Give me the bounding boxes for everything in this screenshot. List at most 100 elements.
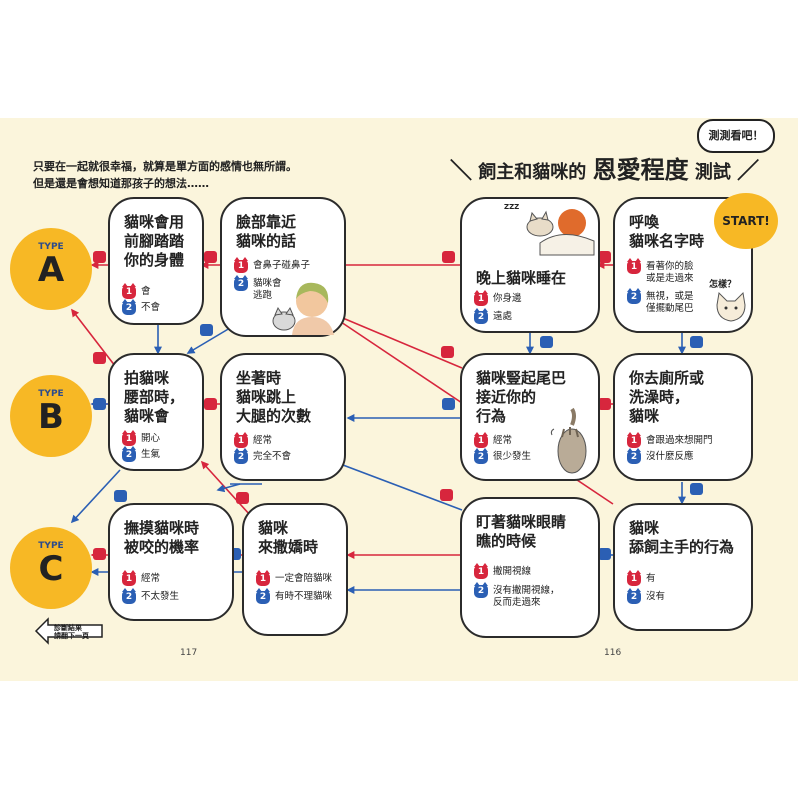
option-1: 1 一定會陪貓咪: [256, 570, 333, 586]
option-2: 2 遠處: [474, 308, 513, 324]
question-text: 坐著時 貓咪跳上 大腿的次數: [236, 369, 312, 425]
question-text: 拍貓咪 腰部時， 貓咪會: [124, 369, 185, 425]
question-text: 呼喚 貓咪名字時: [629, 213, 705, 250]
option-1: 1 會跟過來想開門: [627, 432, 713, 448]
badge-2: 2: [122, 299, 136, 315]
option-text: 不太發生: [141, 591, 180, 602]
question-text: 貓咪 舔飼主手的行為: [629, 519, 735, 556]
question-text: 盯著貓咪眼睛 瞧的時候: [476, 513, 567, 550]
title-prefix: 飼主和貓咪的: [478, 162, 587, 183]
option-2: 2 不會: [122, 299, 161, 315]
person-cat-illustration: [272, 282, 334, 335]
option-text: 一定會陪貓咪: [275, 573, 333, 584]
badge-2: 2: [627, 588, 641, 604]
option-1: 1 撇開視線: [474, 563, 532, 579]
option-text: 不會: [141, 302, 161, 313]
question-toilet: 你去廁所或 洗澡時， 貓咪 1 會跟過來想開門 2 沒什麼反應: [613, 353, 753, 481]
option-text: 會跟過來想開門: [646, 435, 713, 446]
type-c-circle: TYPE C: [10, 527, 92, 609]
type-a-letter: A: [37, 250, 65, 290]
option-1: 1 看著你的臉 或是走過來: [627, 258, 694, 285]
page-title: ＼ 飼主和貓咪的 恩愛程度 測試 ／: [450, 150, 759, 185]
badge-1: 1: [627, 432, 641, 448]
question-pet-back: 拍貓咪 腰部時， 貓咪會 1 開心 2 生氣: [108, 353, 204, 471]
badge-1: 1: [122, 570, 136, 586]
option-2: 2 無視，或是 僅擺動尾巴: [627, 288, 694, 315]
badge-2: 2: [627, 448, 641, 464]
title-highlight: 恩愛程度: [592, 156, 689, 184]
option-text: 沒有撇開視線， 反而走過來: [493, 585, 560, 608]
intro-line-1: 只要在一起就很幸福，就算是單方面的感情也無所謂。: [33, 160, 297, 173]
option-text: 撇開視線: [493, 566, 532, 577]
next-page-arrow[interactable]: 診斷結果 請翻下一頁: [34, 616, 104, 646]
title-suffix: 測試: [694, 162, 731, 183]
badge-1: 1: [256, 570, 270, 586]
option-2: 2 沒什麼反應: [627, 448, 694, 464]
question-text: 臉部靠近 貓咪的話: [236, 213, 297, 250]
option-text: 開心: [141, 433, 161, 444]
badge-1: 1: [474, 432, 488, 448]
badge-1: 1: [122, 283, 136, 299]
badge-1: 1: [627, 258, 641, 274]
option-1: 1 經常: [122, 570, 161, 586]
option-2: 2 沒有: [627, 588, 666, 604]
badge-2: 2: [234, 448, 248, 464]
badge-2: 2: [122, 446, 136, 462]
option-1: 1 開心: [122, 430, 161, 446]
option-text: 很少發生: [493, 451, 532, 462]
sleep-sound-label: ZZZ: [504, 203, 520, 211]
badge-2: 2: [474, 582, 488, 598]
left-arrow-icon: [34, 617, 103, 645]
badge-2: 2: [474, 308, 488, 324]
type-b-letter: B: [38, 397, 64, 437]
option-text: 經常: [493, 435, 513, 446]
option-text: 經常: [141, 573, 161, 584]
intro-line-2: 但是還是會想知道那孩子的想法……: [33, 177, 209, 190]
type-b-label: TYPE: [38, 389, 64, 399]
type-b-circle: TYPE B: [10, 375, 92, 457]
question-text: 貓咪會用 前腳踏踏 你的身體: [124, 213, 185, 269]
badge-1: 1: [627, 570, 641, 586]
badge-1: 1: [234, 257, 248, 273]
option-2: 2 完全不會: [234, 448, 292, 464]
page-number-right: 116: [604, 648, 622, 658]
badge-1: 1: [474, 563, 488, 579]
badge-1: 1: [474, 290, 488, 306]
badge-1: 1: [122, 430, 136, 446]
option-2: 2 沒有撇開視線， 反而走過來: [474, 582, 560, 609]
option-1: 1 你身邊: [474, 290, 522, 306]
option-text: 沒什麼反應: [646, 451, 694, 462]
option-text: 貓咪會 逃跑: [253, 278, 282, 301]
option-text: 你身邊: [493, 293, 522, 304]
type-c-letter: C: [38, 549, 64, 589]
badge-2: 2: [627, 288, 641, 304]
title-slash-right: ／: [737, 159, 760, 184]
start-badge: START!: [714, 193, 778, 249]
sleeping-person-cat-illustration: [526, 209, 595, 256]
option-text: 完全不會: [253, 451, 292, 462]
option-text: 生氣: [141, 449, 161, 460]
option-text: 無視，或是 僅擺動尾巴: [646, 291, 694, 314]
option-text: 會鼻子碰鼻子: [253, 260, 311, 271]
type-a-label: TYPE: [38, 242, 64, 252]
option-text: 看著你的臉 或是走過來: [646, 261, 694, 284]
option-text: 沒有: [646, 591, 666, 602]
tabby-cat-illustration: [550, 407, 587, 474]
question-text: 貓咪 來撒嬌時: [258, 519, 319, 556]
option-text: 經常: [253, 435, 273, 446]
cat-illustration: [716, 291, 746, 322]
option-2: 2 生氣: [122, 446, 161, 462]
type-a-circle: TYPE A: [10, 228, 92, 310]
option-text: 會: [141, 286, 151, 297]
option-text: 遠處: [493, 311, 513, 322]
question-text: 你去廁所或 洗澡時， 貓咪: [629, 369, 705, 425]
